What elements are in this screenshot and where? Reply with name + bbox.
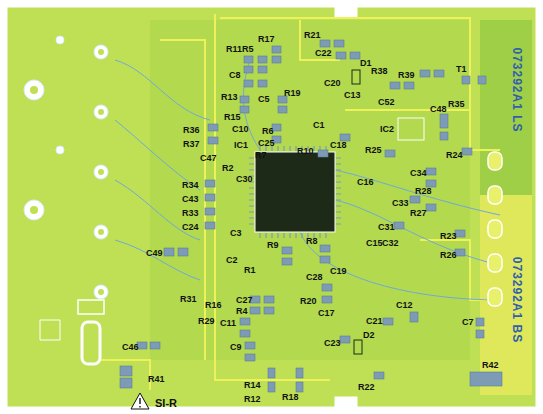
part-label: R27 xyxy=(410,208,427,218)
part-label: C32 xyxy=(382,238,399,248)
part-label: C10 xyxy=(232,124,249,134)
part-label: R7 xyxy=(255,150,267,160)
part-label: R16 xyxy=(205,300,222,310)
part-label: C48 xyxy=(430,104,447,114)
part-label: C23 xyxy=(324,338,341,348)
part-label: C49 xyxy=(146,248,163,258)
part-label: C19 xyxy=(330,266,347,276)
part-label: C46 xyxy=(122,342,139,352)
part-label: C13 xyxy=(344,90,361,100)
part-label: T1 xyxy=(456,64,467,74)
part-label: C16 xyxy=(357,177,374,187)
part-label: R28 xyxy=(415,186,432,196)
part-label: R23 xyxy=(440,231,457,241)
part-label: R35 xyxy=(448,99,465,109)
part-label: IC2 xyxy=(380,124,394,134)
part-label: C2 xyxy=(226,255,238,265)
part-label: R8 xyxy=(306,236,318,246)
part-label: C24 xyxy=(182,222,199,232)
part-label: R18 xyxy=(282,392,299,402)
part-label: R9 xyxy=(267,240,279,250)
part-label: C27 xyxy=(236,295,253,305)
part-label: C9 xyxy=(230,342,242,352)
part-label: R26 xyxy=(440,250,457,260)
part-label: C20 xyxy=(324,78,341,88)
part-label: R2 xyxy=(222,163,234,173)
part-label: R10 xyxy=(297,146,314,156)
part-label: C30 xyxy=(236,174,253,184)
part-label: R39 xyxy=(398,70,415,80)
part-label: C34 xyxy=(410,168,427,178)
part-label: R37 xyxy=(183,139,200,149)
part-label: R21 xyxy=(304,30,321,40)
part-label: R1 xyxy=(244,265,256,275)
part-label: R11 xyxy=(226,44,242,54)
part-label: C17 xyxy=(318,308,335,318)
board-id-text: 073292A1 BS xyxy=(510,257,523,343)
part-label: R22 xyxy=(358,382,375,392)
part-label: R41 xyxy=(148,374,165,384)
board-id-text: 073292A1 LS xyxy=(510,47,523,132)
part-label: R20 xyxy=(300,296,317,306)
part-label: R42 xyxy=(482,360,499,370)
part-label: R6 xyxy=(262,126,274,136)
part-label: R29 xyxy=(198,316,215,326)
part-label: R31 xyxy=(180,294,197,304)
part-label: R33 xyxy=(182,208,199,218)
part-label: IC1 xyxy=(234,140,248,150)
part-label: R36 xyxy=(183,125,200,135)
part-label: D2 xyxy=(363,330,375,340)
part-label: C28 xyxy=(306,272,323,282)
part-label: C7 xyxy=(462,317,474,327)
part-label: C21 xyxy=(366,316,383,326)
part-label: C8 xyxy=(229,70,241,80)
part-label: R19 xyxy=(284,88,301,98)
part-label: C31 xyxy=(378,222,395,232)
part-label: R17 xyxy=(258,34,275,44)
part-label: C5 xyxy=(258,94,270,104)
part-label: C22 xyxy=(315,48,332,58)
part-label: C47 xyxy=(200,153,217,163)
part-label: R24 xyxy=(446,150,463,160)
part-label: D1 xyxy=(360,58,372,68)
part-label: C1 xyxy=(313,120,325,130)
part-label: R25 xyxy=(365,145,382,155)
part-label: C52 xyxy=(378,97,395,107)
part-label: R15 xyxy=(224,112,241,122)
part-label: C25 xyxy=(258,138,275,148)
part-label: C43 xyxy=(182,194,199,204)
part-label: C33 xyxy=(392,198,409,208)
part-label: R4 xyxy=(236,306,248,316)
part-label: R14 xyxy=(244,380,261,390)
part-label: R5 xyxy=(242,44,254,54)
fuse-label: SI-R xyxy=(155,397,177,409)
part-label: R38 xyxy=(371,66,388,76)
part-label: R12 xyxy=(244,394,261,404)
part-label: C15 xyxy=(366,238,383,248)
part-label: C3 xyxy=(230,228,242,238)
part-label: R34 xyxy=(182,180,199,190)
part-label: C18 xyxy=(330,140,347,150)
part-label: R13 xyxy=(221,92,238,102)
part-label: C11 xyxy=(220,318,236,328)
part-label: C12 xyxy=(396,300,413,310)
